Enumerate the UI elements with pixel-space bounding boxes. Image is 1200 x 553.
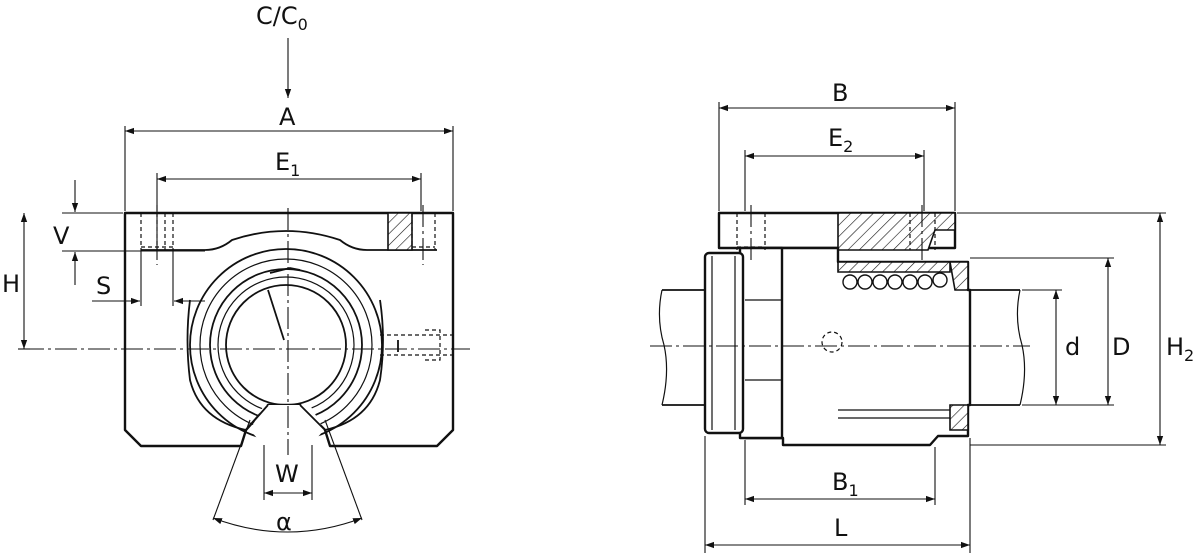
dim-A-label: A <box>279 103 296 131</box>
slot-edge-right <box>299 404 326 431</box>
side-housing-left-section <box>738 246 784 440</box>
ball-row <box>842 272 948 290</box>
housing-bore-outline <box>141 230 437 251</box>
retaining-segment <box>269 267 301 274</box>
dim-B-label: B <box>832 79 848 107</box>
side-screw-hole-right <box>909 213 936 250</box>
bearing-cage-section <box>837 261 951 273</box>
bearing-slot <box>250 405 324 446</box>
seal-bottom <box>949 404 969 431</box>
ball <box>857 274 873 290</box>
front-view: C/C0 A E1 V H S W α <box>2 2 470 536</box>
side-end-ring <box>703 251 745 435</box>
ball <box>872 274 888 290</box>
load-label: C/C0 <box>256 2 308 34</box>
lube-port-hidden <box>380 329 455 361</box>
dim-alpha-label: α <box>276 508 292 536</box>
shaft-left <box>662 289 705 406</box>
ball <box>902 274 918 290</box>
ball <box>887 274 903 290</box>
seal-top <box>949 261 969 291</box>
screw-hole-right-hatched <box>387 212 413 251</box>
side-lube-hidden <box>821 331 843 353</box>
dim-alpha-ext-right <box>324 419 363 521</box>
shaft-left-break <box>658 289 668 406</box>
dim-V-label: V <box>53 222 70 250</box>
ball <box>842 274 858 290</box>
side-view: B E2 d D H2 B1 L <box>650 79 1194 553</box>
dim-W-label: W <box>275 460 299 488</box>
dim-H2-label: H2 <box>1166 333 1194 365</box>
ball <box>917 274 933 290</box>
dim-H-label: H <box>2 270 20 298</box>
shaft-right <box>970 289 1020 406</box>
ball <box>932 272 948 288</box>
screw-hole-right <box>411 213 436 250</box>
housing-inner-contour-right <box>324 299 384 431</box>
slot-edge-left <box>245 404 269 431</box>
dim-alpha-arc <box>212 517 363 533</box>
retainer-line <box>267 289 285 341</box>
dim-D-label: D <box>1112 333 1130 361</box>
dim-L-label: L <box>834 514 848 542</box>
dim-S-label: S <box>96 272 111 300</box>
shaft-right-break <box>1016 289 1026 406</box>
dim-B1-label: B1 <box>832 468 859 500</box>
housing-inner-contour <box>186 299 247 431</box>
dim-E2-label: E2 <box>828 124 853 156</box>
dim-d-label: d <box>1065 333 1080 361</box>
dim-alpha-ext-left <box>212 419 251 521</box>
dim-E1-label: E1 <box>275 148 300 180</box>
